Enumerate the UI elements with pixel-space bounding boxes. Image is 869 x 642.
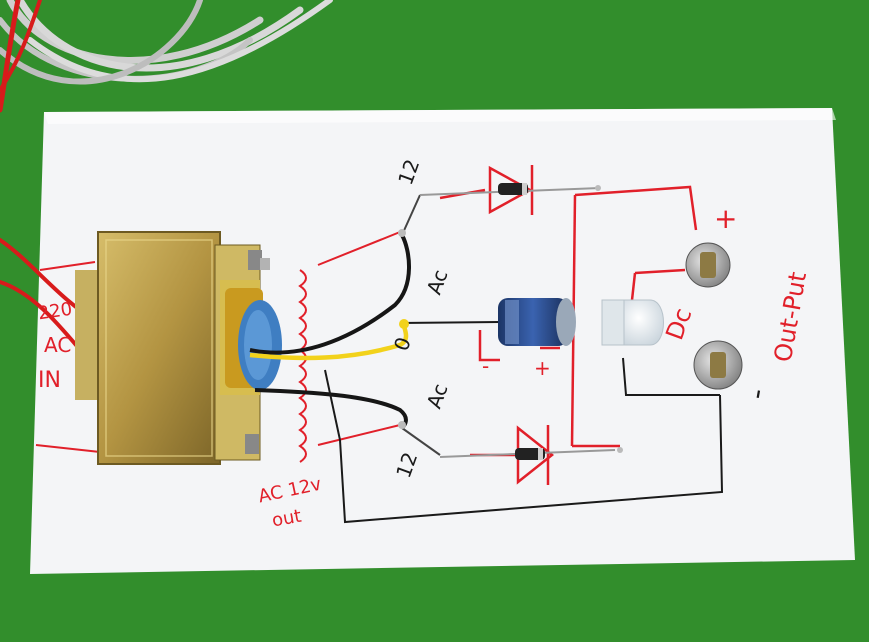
yellow-wire — [249, 322, 409, 361]
terminal-plus-label: + — [714, 202, 738, 235]
input-voltage-label: 220 — [36, 298, 74, 325]
solder-holes — [398, 185, 623, 453]
black-wire-bottom — [254, 388, 408, 430]
cap-minus-label: - — [482, 354, 490, 378]
black-wire-top — [249, 234, 411, 355]
diode-top — [419, 183, 601, 196]
terminal-positive — [685, 242, 731, 288]
led-lamp — [601, 299, 664, 346]
input-in-label: IN — [38, 368, 61, 393]
terminal-negative — [693, 340, 743, 390]
ink-lines-black — [324, 321, 724, 524]
mains-cable — [0, 0, 333, 113]
ac-out-label-line2: out — [270, 505, 303, 532]
secondary-coil-drawing — [298, 269, 307, 463]
electrolytic-capacitor — [498, 298, 576, 346]
ink-lines-left — [35, 261, 101, 453]
transformer — [75, 231, 282, 465]
input-ac-label: AC — [44, 333, 72, 357]
cap-plus-label: + — [534, 356, 551, 380]
diode-bottom — [439, 448, 616, 460]
